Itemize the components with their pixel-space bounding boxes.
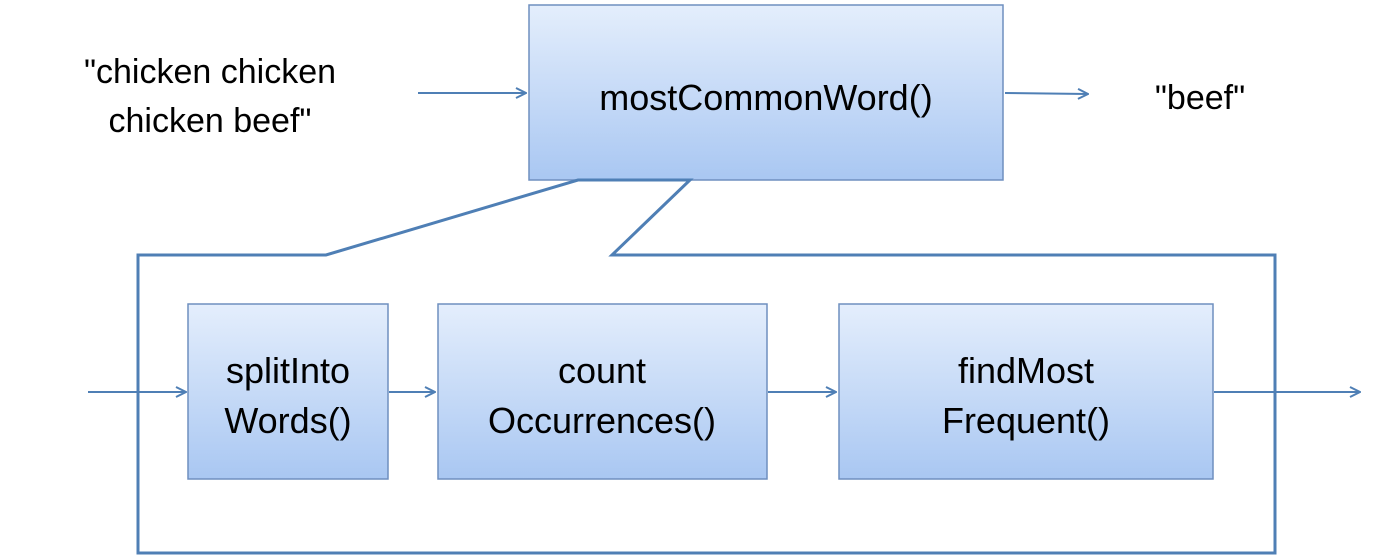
split-into-words-label-line-1: splitInto: [226, 350, 350, 391]
output-arrow: [1004, 93, 1088, 94]
find-most-frequent-label-line-2: Frequent(): [942, 400, 1110, 441]
main-function-label: mostCommonWord(): [599, 77, 932, 118]
find-most-frequent-label-line-1: findMost: [958, 350, 1094, 391]
split-into-words-box: splitInto Words(): [187, 303, 389, 480]
count-occurrences-box: count Occurrences(): [437, 303, 768, 480]
count-occurrences-label-line-1: count: [558, 350, 646, 391]
count-occurrences-label-line-2: Occurrences(): [488, 400, 716, 441]
output-text: "beef": [1155, 79, 1245, 117]
input-text-line-2: chicken beef": [109, 102, 312, 140]
input-text-line-1: "chicken chicken: [84, 53, 336, 91]
main-function-box: mostCommonWord(): [528, 4, 1004, 181]
find-most-frequent-box: findMost Frequent(): [838, 303, 1214, 480]
split-into-words-label-line-2: Words(): [224, 400, 351, 441]
expansion-callout-frame: [136, 178, 1277, 555]
